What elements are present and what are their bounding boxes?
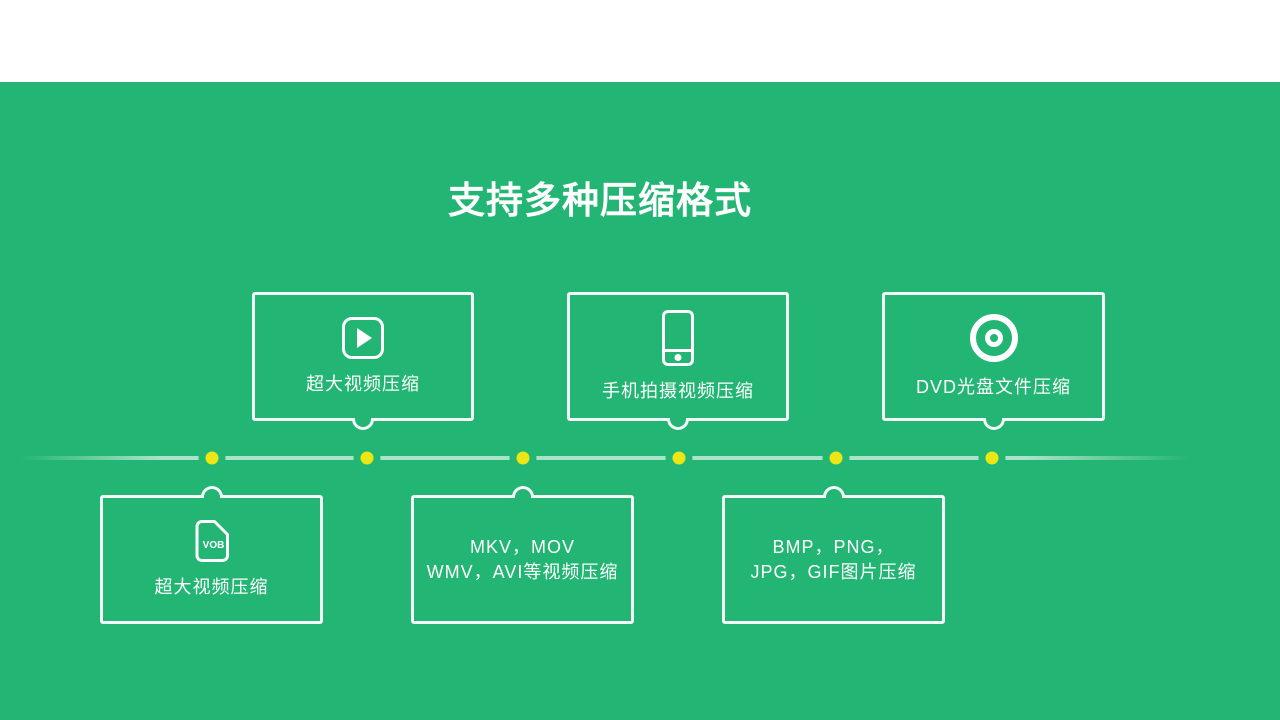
connector-notch: [822, 486, 846, 497]
connector-notch: [982, 419, 1006, 430]
card-label: 超大视频压缩: [306, 373, 420, 394]
smartphone-icon: [662, 309, 694, 366]
timeline-dot: [198, 444, 226, 472]
card-label: 超大视频压缩: [154, 576, 269, 597]
connector-notch: [200, 486, 224, 497]
connector-notch: [511, 486, 535, 497]
vob-file-icon: VOB: [195, 519, 229, 562]
play-video-icon: [342, 316, 384, 359]
card-phone-video-compress: 手机拍摄视频压缩: [567, 292, 789, 430]
connector-notch: [666, 419, 690, 430]
card-label-line2: JPG，GIF图片压缩: [750, 561, 917, 582]
card-vob-video-compress: VOB 超大视频压缩: [100, 486, 323, 624]
timeline-dot: [509, 444, 537, 472]
vob-icon-text: VOB: [202, 540, 224, 551]
dvd-disc-icon: [969, 313, 1018, 362]
slide-title: 支持多种压缩格式: [448, 180, 752, 221]
slide-background: 支持多种压缩格式 超大视频压缩 手机拍摄视频压缩 DVD光盘文件压缩 VOB 超…: [0, 82, 1280, 720]
card-label-line2: WMV，AVI等视频压缩: [426, 561, 619, 582]
top-white-strip: [0, 0, 1280, 82]
card-label-line1: MKV，MOV: [469, 536, 575, 557]
timeline-dot: [978, 444, 1006, 472]
timeline-dot: [822, 444, 850, 472]
timeline-dot: [353, 444, 381, 472]
card-label: DVD光盘文件压缩: [915, 376, 1071, 397]
card-dvd-file-compress: DVD光盘文件压缩: [882, 292, 1105, 430]
card-label: 手机拍摄视频压缩: [602, 380, 754, 401]
timeline-dot: [665, 444, 693, 472]
card-video-formats: MKV，MOV WMV，AVI等视频压缩: [411, 486, 634, 624]
card-image-formats: BMP，PNG， JPG，GIF图片压缩: [722, 486, 945, 624]
timeline-line: [20, 456, 1190, 460]
card-large-video-compress: 超大视频压缩: [252, 292, 474, 430]
connector-notch: [351, 419, 375, 430]
card-label-line1: BMP，PNG，: [772, 536, 895, 557]
